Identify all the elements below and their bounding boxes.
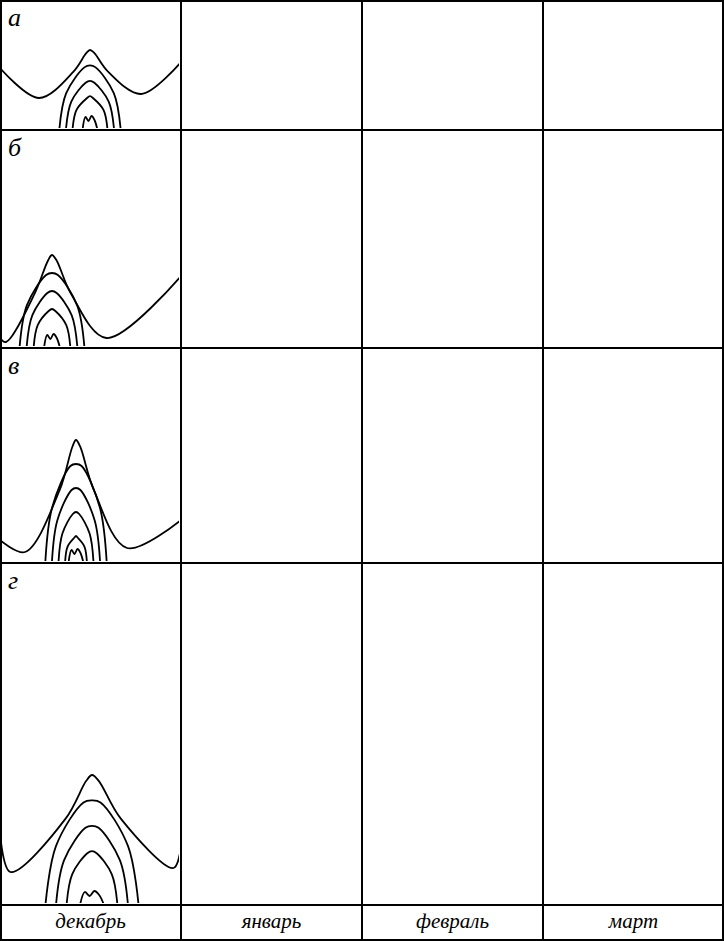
leaf-primordium-outline — [66, 81, 114, 128]
row-letter: б — [8, 134, 21, 163]
column-rule — [361, 1, 363, 940]
growth-cone-sketch — [2, 50, 179, 128]
meristem-dome — [69, 549, 84, 561]
growth-cone-sketch — [2, 255, 179, 346]
row-letter: а — [8, 4, 21, 33]
row-rule — [1, 904, 723, 906]
growth-cone-sketch — [2, 440, 179, 561]
column-rule — [180, 1, 182, 940]
apex-outlines — [0, 16, 724, 906]
leaf-primordium-outline — [34, 309, 71, 346]
leaf-primordium-outline — [58, 512, 93, 561]
row-rule — [1, 129, 723, 131]
leaf-primordium-outline — [52, 488, 100, 561]
leaf-primordium-outline — [26, 291, 77, 346]
row-rule — [1, 562, 723, 564]
surface-outline — [2, 50, 179, 98]
growth-cone-sketch — [2, 775, 179, 903]
leaf-primordium-outline — [72, 96, 107, 128]
month-label: март — [543, 910, 724, 933]
leaf-primordium-outline — [65, 536, 87, 561]
meristem-dome — [44, 334, 60, 346]
row-letter: г — [8, 567, 18, 596]
meristem-dome — [83, 116, 98, 128]
leaf-primordium-outline — [45, 800, 138, 903]
leaf-primordium-outline — [56, 826, 128, 903]
month-label: февраль — [362, 910, 543, 933]
leaf-primordium-outline — [66, 851, 117, 903]
row-rule — [1, 347, 723, 349]
row-letter: в — [8, 352, 19, 381]
month-label: декабрь — [0, 910, 181, 933]
surface-outline — [2, 775, 179, 872]
leaf-primordium-outline — [45, 464, 107, 561]
column-rule — [542, 1, 544, 940]
leaf-primordium-outline — [59, 65, 121, 128]
meristem-dome — [80, 891, 104, 903]
month-label: январь — [181, 910, 362, 933]
leaf-primordium-outline — [19, 273, 84, 346]
